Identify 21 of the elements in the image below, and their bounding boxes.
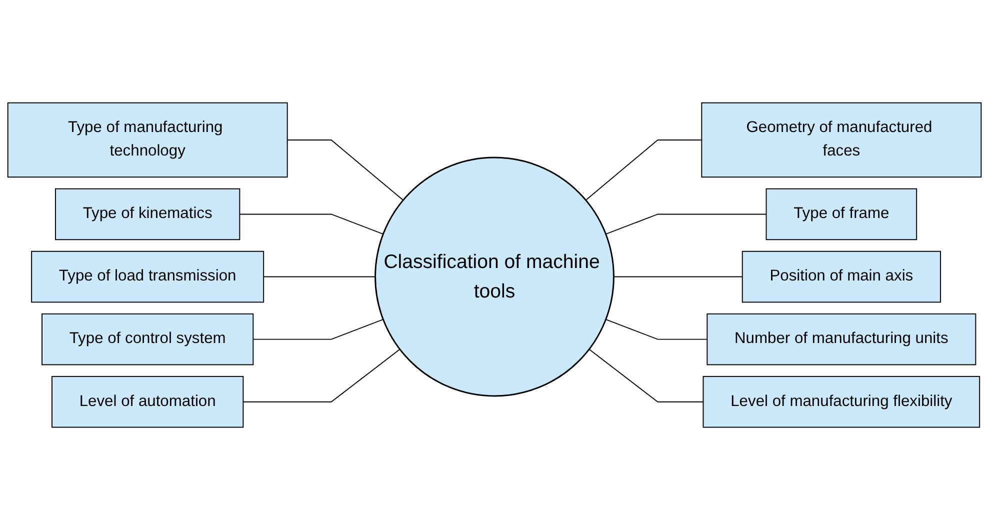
node-box: Type of frame bbox=[766, 188, 918, 240]
connector bbox=[286, 139, 404, 201]
connector bbox=[242, 348, 400, 402]
connector bbox=[613, 276, 743, 278]
node-box: Type of load transmission bbox=[31, 250, 264, 303]
connector bbox=[605, 318, 708, 340]
node-box: Type of control system bbox=[42, 313, 254, 366]
connector bbox=[252, 318, 384, 340]
connector bbox=[605, 214, 767, 235]
node-box: Position of main axis bbox=[742, 250, 941, 303]
node-box: Number of manufacturing units bbox=[706, 313, 976, 366]
node-box: Level of automation bbox=[52, 376, 244, 428]
connector bbox=[588, 348, 704, 402]
connector bbox=[585, 139, 702, 201]
node-box: Type of manufacturing technology bbox=[7, 102, 288, 178]
node-box: Level of manufacturing flexibility bbox=[702, 376, 980, 428]
node-box: Type of kinematics bbox=[54, 188, 240, 240]
connector bbox=[263, 276, 376, 278]
node-box: Geometry of manufactured faces bbox=[701, 102, 982, 178]
node-circle: Classification of machine tools bbox=[374, 156, 614, 397]
connector bbox=[239, 214, 384, 235]
